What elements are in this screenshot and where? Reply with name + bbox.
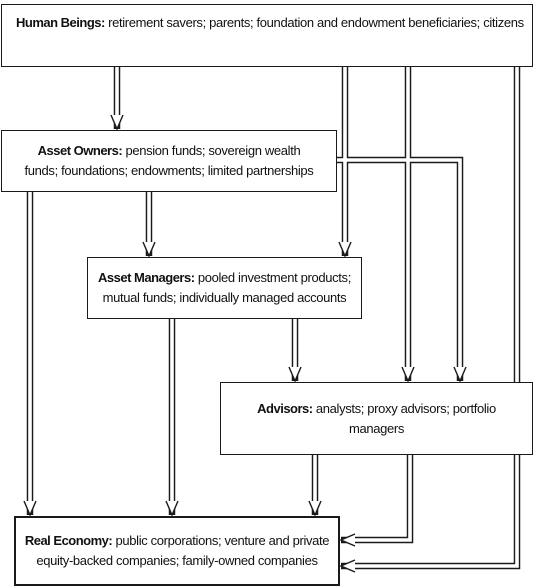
asset-owners-title: Asset Owners: xyxy=(37,143,123,158)
advisors-box: Advisors: analysts; proxy advisors; port… xyxy=(220,382,533,455)
arrow-advisors-to-economy-side xyxy=(341,455,414,540)
advisors-title: Advisors: xyxy=(257,400,313,416)
asset-managers-desc-line1: pooled investment products; xyxy=(197,270,352,285)
real-economy-box: Real Economy: public corporations; ventu… xyxy=(14,516,340,586)
asset-owners-desc-line1: pension funds; sovereign wealth xyxy=(125,143,301,158)
asset-managers-desc-line2: mutual funds; individually managed accou… xyxy=(102,290,347,305)
asset-managers-title: Asset Managers: xyxy=(98,270,195,285)
asset-owners-desc-line2: funds; foundations; endowments; limited … xyxy=(24,163,314,178)
human-beings-title: Human Beings: xyxy=(16,15,105,30)
human-beings-desc: retirement savers; parents; foundation a… xyxy=(108,15,524,30)
arrow-human-to-economy xyxy=(341,67,521,566)
human-beings-box: Human Beings: retirement savers; parents… xyxy=(1,4,533,67)
real-economy-desc-line2: equity-backed companies; family-owned co… xyxy=(36,553,318,568)
real-economy-title: Real Economy: xyxy=(24,533,113,548)
asset-managers-box: Asset Managers: pooled investment produc… xyxy=(87,257,362,319)
advisors-desc-line2: managers xyxy=(348,420,404,436)
asset-owners-box: Asset Owners: pension funds; sovereign w… xyxy=(1,130,337,192)
real-economy-desc-line1: public corporations; venture and private xyxy=(115,533,330,548)
advisors-desc-line1: analysts; proxy advisors; portfolio xyxy=(315,400,496,416)
